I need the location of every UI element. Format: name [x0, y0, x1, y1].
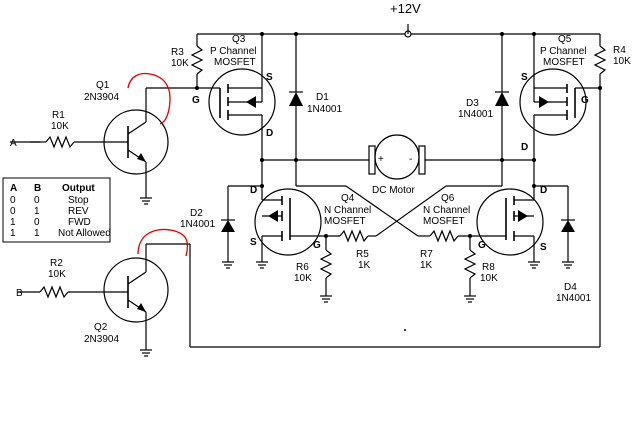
q1-part: 2N3904	[84, 92, 119, 103]
d2-part: 1N4001	[180, 219, 215, 230]
resistor-r7: R7 1K	[418, 229, 486, 271]
q5-type2: MOSFET	[543, 57, 585, 68]
truth-r0-out: Stop	[68, 195, 89, 206]
input-a-label: A	[10, 138, 17, 149]
r8-name: R8	[482, 262, 495, 273]
q6-pin-s: S	[540, 242, 547, 253]
resistor-r4: R4 10K	[593, 34, 631, 347]
resistor-r8: R8 10K	[463, 236, 498, 303]
d3-name: D3	[466, 98, 479, 109]
resistor-r6: R6 10K	[294, 236, 333, 303]
r8-value: 10K	[480, 273, 498, 284]
q6-pin-d: D	[540, 185, 547, 196]
r6-value: 10K	[294, 273, 312, 284]
d3-part: 1N4001	[458, 109, 493, 120]
dc-motor: + - DC Motor	[260, 134, 536, 196]
truth-r0-b: 0	[34, 195, 40, 206]
r7-name: R7	[420, 249, 433, 260]
q4-type1: N Channel	[324, 205, 371, 216]
r4-name: R4	[613, 45, 626, 56]
r5-value: 1K	[358, 260, 371, 271]
q5-pin-s: S	[521, 72, 528, 83]
mosfet-q3: S D G Q3 P Channel MOSFET	[192, 34, 276, 160]
mosfet-q4: D S G Q4 N Channel MOSFET	[250, 160, 371, 269]
transistor-q1: A R1 10K Q1 2N3904	[10, 80, 199, 205]
motor-plus: +	[378, 154, 384, 165]
q3-type2: MOSFET	[214, 57, 256, 68]
truth-r3-out: Not Allowed	[58, 228, 111, 239]
r5-name: R5	[356, 249, 369, 260]
r2-name: R2	[50, 258, 63, 269]
q5-pin-d: D	[521, 142, 528, 153]
q5-name: Q5	[558, 34, 572, 45]
q6-type1: N Channel	[423, 205, 470, 216]
truth-r1-out: REV	[68, 206, 89, 217]
q3-pin-s: S	[266, 72, 273, 83]
q3-pin-d: D	[266, 128, 273, 139]
truth-r1-b: 1	[34, 206, 40, 217]
q6-type2: MOSFET	[423, 216, 465, 227]
q6-name: Q6	[441, 193, 455, 204]
q4-type2: MOSFET	[324, 216, 366, 227]
r1-name: R1	[52, 110, 65, 121]
q4-pin-d: D	[250, 185, 257, 196]
red-annotations	[127, 72, 188, 257]
d1-part: 1N4001	[307, 104, 342, 115]
resistor-r5: R5 1K	[312, 229, 376, 271]
truth-r3-a: 1	[10, 228, 16, 239]
mosfet-q5: S D G Q5 P Channel MOSFET	[519, 34, 600, 160]
diode-d1: D1 1N4001	[289, 34, 342, 160]
q4-name: Q4	[341, 193, 355, 204]
diode-d3: D3 1N4001	[458, 34, 509, 160]
truth-r3-b: 1	[34, 228, 40, 239]
d4-name: D4	[564, 282, 577, 293]
r3-name: R3	[171, 47, 184, 58]
truth-r2-a: 1	[10, 217, 16, 228]
q6-pin-g: G	[478, 240, 486, 251]
r7-value: 1K	[420, 260, 433, 271]
input-b-label: B	[16, 288, 23, 299]
mosfet-q6: D S G Q6 N Channel MOSFET	[423, 160, 547, 269]
d4-part: 1N4001	[556, 293, 591, 304]
motor-label: DC Motor	[372, 185, 415, 196]
truth-r0-a: 0	[10, 195, 16, 206]
cross-drive-wires	[295, 160, 503, 237]
truth-r1-a: 0	[10, 206, 16, 217]
r1-value: 10K	[51, 121, 69, 132]
motor-minus: -	[409, 154, 412, 165]
transistor-q2: B R2 10K Q2 2N3904	[16, 243, 600, 357]
r3-value: 10K	[171, 58, 189, 69]
q3-name: Q3	[232, 34, 246, 45]
q1-name: Q1	[96, 80, 110, 91]
d2-name: D2	[190, 208, 203, 219]
q3-type1: P Channel	[210, 46, 257, 57]
truth-header-output: Output	[62, 183, 95, 194]
r4-value: 10K	[613, 56, 631, 67]
q5-type1: P Channel	[540, 46, 587, 57]
q4-pin-g: G	[313, 240, 321, 251]
q2-part: 2N3904	[84, 334, 119, 345]
q2-name: Q2	[94, 322, 108, 333]
truth-r2-b: 0	[34, 217, 40, 228]
truth-r2-out: FWD	[68, 217, 91, 228]
resistor-r3: R3 10K	[171, 34, 204, 88]
q5-pin-g: G	[581, 95, 589, 106]
diode-d2: D2 1N4001	[180, 184, 264, 269]
q2-collector-annotation	[137, 228, 188, 257]
truth-header-a: A	[10, 183, 17, 194]
r2-value: 10K	[48, 269, 66, 280]
q1-collector-annotation	[127, 72, 171, 125]
d1-name: D1	[316, 92, 329, 103]
supply-rail: +12V	[197, 1, 600, 38]
truth-table: A B Output 0 0 Stop 0 1 REV 1 0 FWD 1 1 …	[2, 177, 111, 243]
q3-pin-g: G	[192, 95, 200, 106]
q4-pin-s: S	[250, 237, 257, 248]
r6-name: R6	[296, 262, 309, 273]
truth-header-b: B	[34, 183, 41, 194]
supply-label: +12V	[390, 1, 421, 16]
diode-d4: D4 1N4001	[532, 184, 591, 304]
